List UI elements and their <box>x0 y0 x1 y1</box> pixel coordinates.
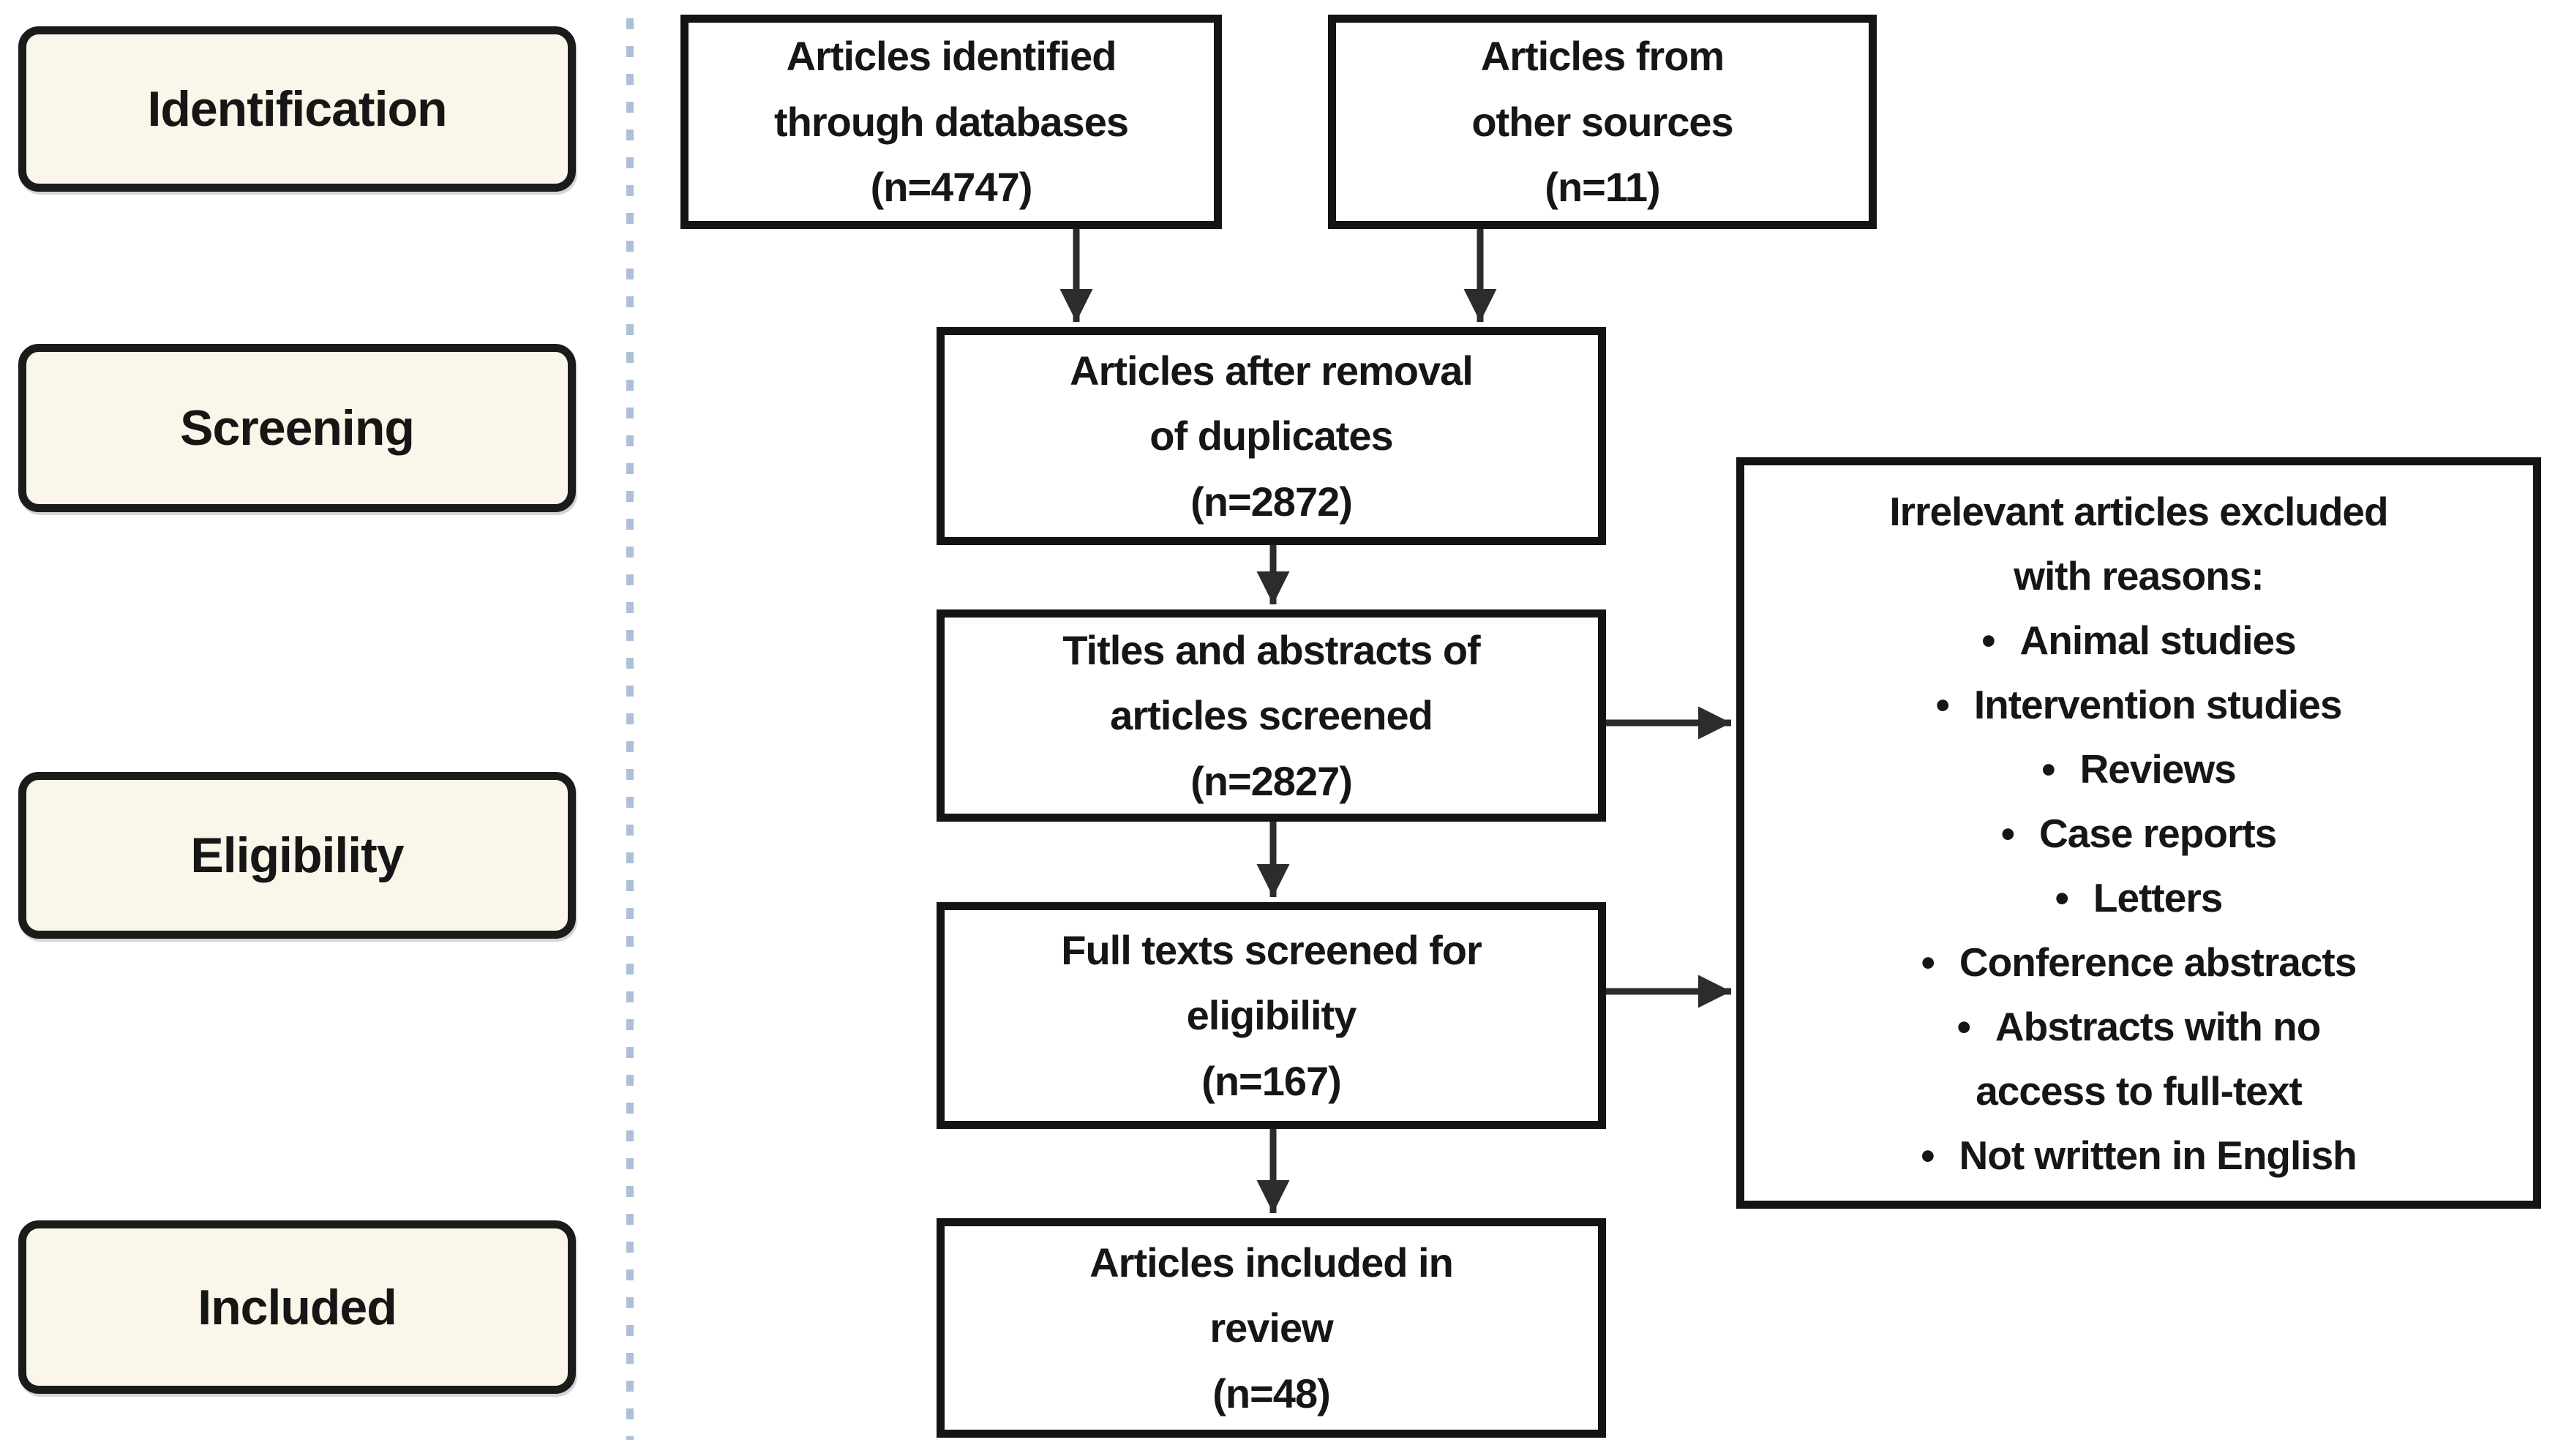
node-titles-screened-text: Titles and abstracts of articles screene… <box>1062 626 1480 804</box>
stage-box-identification: Identification <box>18 26 576 192</box>
node-included-review: Articles included in review (n=48) <box>937 1218 1606 1438</box>
node-other-sources-text: Articles from other sources (n=11) <box>1471 33 1733 211</box>
node-exclusion-reasons: Irrelevant articles excluded with reason… <box>1736 457 2541 1209</box>
exclusion-bullet-not-english: Not written in English <box>1921 1123 2357 1187</box>
exclusion-bullet-animal-studies: Animal studies <box>1981 608 2297 672</box>
stage-box-eligibility: Eligibility <box>18 772 576 939</box>
node-included-review-text: Articles included in review (n=48) <box>1089 1239 1454 1416</box>
exclusion-bullet-conference-abstracts: Conference abstracts <box>1921 930 2357 994</box>
node-after-duplicates: Articles after removal of duplicates (n=… <box>937 327 1606 545</box>
node-fulltext-screened-text: Full texts screened for eligibility (n=1… <box>1061 926 1482 1104</box>
exclusion-bullet-reviews: Reviews <box>2041 737 2237 801</box>
node-fulltext-screened: Full texts screened for eligibility (n=1… <box>937 902 1606 1129</box>
node-after-duplicates-text: Articles after removal of duplicates (n=… <box>1070 347 1474 525</box>
stage-box-included: Included <box>18 1220 576 1394</box>
stage-label-included: Included <box>198 1279 397 1335</box>
exclusion-bullet-no-fulltext-access: Abstracts with no access to full-text <box>1957 994 2321 1123</box>
node-articles-identified: Articles identified through databases (n… <box>680 15 1222 229</box>
stage-label-eligibility: Eligibility <box>190 828 404 883</box>
exclusion-bullet-intervention-studies: Intervention studies <box>1936 672 2343 737</box>
exclusion-bullet-letters: Letters <box>2055 866 2223 930</box>
node-articles-identified-text: Articles identified through databases (n… <box>774 33 1129 211</box>
node-other-sources: Articles from other sources (n=11) <box>1328 15 1877 229</box>
node-titles-screened: Titles and abstracts of articles screene… <box>937 609 1606 822</box>
exclusion-bullet-case-reports: Case reports <box>2001 801 2277 866</box>
exclusion-heading: Irrelevant articles excluded with reason… <box>1889 488 2388 598</box>
stage-box-screening: Screening <box>18 344 576 512</box>
stage-label-identification: Identification <box>147 81 447 137</box>
stage-label-screening: Screening <box>180 400 415 456</box>
